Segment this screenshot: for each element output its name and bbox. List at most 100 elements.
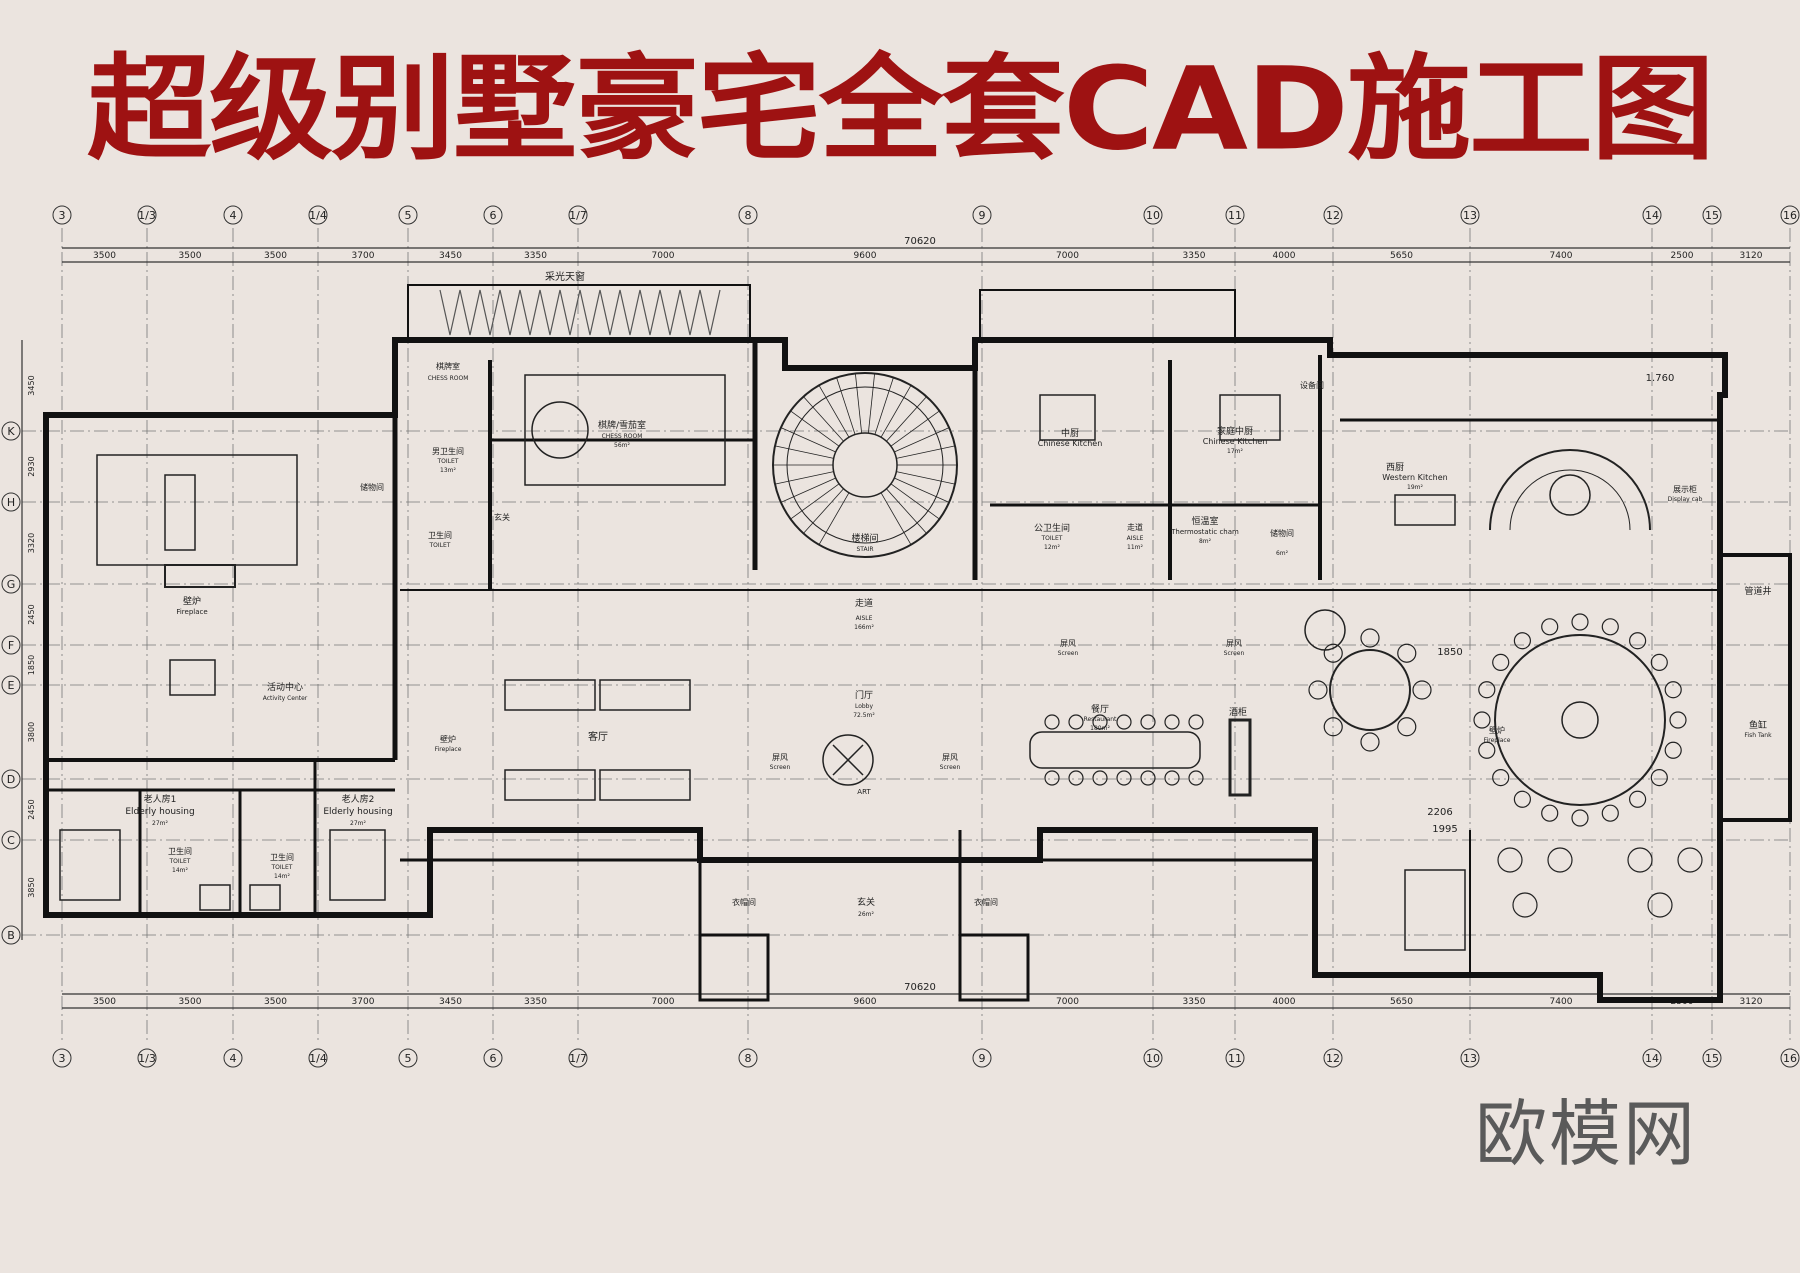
aisle-area: 166m² xyxy=(854,624,874,631)
svg-text:C: C xyxy=(7,834,15,847)
chair xyxy=(1669,711,1687,729)
screen2-en: Screen xyxy=(940,764,961,771)
restaurant-label: 餐厅 xyxy=(1091,703,1109,715)
chair xyxy=(1044,770,1060,786)
screen3-label: 屏风 xyxy=(1060,639,1076,648)
chair xyxy=(1412,680,1432,700)
chair xyxy=(1140,770,1156,786)
storage2-area: 6m² xyxy=(1276,550,1289,557)
public-toilet-area: 12m² xyxy=(1044,544,1060,551)
chair xyxy=(1360,732,1380,752)
dimension-label: 9600 xyxy=(854,251,877,261)
svg-text:6: 6 xyxy=(490,209,497,222)
aisle-label: 走道 xyxy=(855,597,873,609)
chair xyxy=(1571,809,1589,827)
chair xyxy=(1650,769,1668,787)
dimension-label: 3500 xyxy=(93,251,116,261)
svg-text:B: B xyxy=(7,929,15,942)
svg-text:D: D xyxy=(7,773,15,786)
dimension-lines xyxy=(21,247,1790,1009)
row-dimension-label: 2450 xyxy=(27,799,36,819)
chair xyxy=(1664,741,1682,759)
chair xyxy=(1188,770,1204,786)
svg-text:14: 14 xyxy=(1645,1052,1659,1065)
thermostatic-label: 恒温室 xyxy=(1191,515,1218,527)
svg-text:16: 16 xyxy=(1783,1052,1797,1065)
fish-tank-label: 鱼缸 xyxy=(1749,719,1767,731)
dimension-label: 3500 xyxy=(264,251,287,261)
chair xyxy=(1188,714,1204,730)
chair xyxy=(1513,790,1531,808)
svg-text:12: 12 xyxy=(1326,1052,1340,1065)
column-marker-12: 12 xyxy=(1323,205,1343,225)
column-marker-1/4: 1/4 xyxy=(308,205,328,225)
aisle-en: AISLE xyxy=(856,615,873,622)
dimension-label: 3350 xyxy=(524,251,547,261)
chair xyxy=(1513,632,1531,650)
column-marker-1/7: 1/7 xyxy=(568,205,588,225)
family-kitchen-label: 家庭中厨 xyxy=(1217,425,1253,437)
svg-text:10: 10 xyxy=(1146,209,1160,222)
column-marker-4: 4 xyxy=(223,1048,243,1068)
row-marker-B: B xyxy=(1,925,21,945)
row-dimension-label: 1850 xyxy=(27,655,36,675)
column-marker-1/7: 1/7 xyxy=(568,1048,588,1068)
lounge-chair xyxy=(1512,892,1538,918)
svg-text:1/7: 1/7 xyxy=(569,1052,587,1065)
svg-text:13: 13 xyxy=(1463,209,1477,222)
dimension-label: 7000 xyxy=(1056,251,1079,261)
svg-text:10: 10 xyxy=(1146,1052,1160,1065)
skylight-label: 采光天窗 xyxy=(545,270,585,283)
dimension-label: 3500 xyxy=(179,251,202,261)
restaurant-en: Restaurant xyxy=(1084,716,1117,723)
fireplace-label: 壁炉 xyxy=(183,595,201,607)
dimension-label: 7000 xyxy=(652,997,675,1007)
column-marker-12: 12 xyxy=(1323,1048,1343,1068)
svg-text:16: 16 xyxy=(1783,209,1797,222)
column-marker-1/4: 1/4 xyxy=(308,1048,328,1068)
mens-toilet-label: 男卫生间 xyxy=(432,446,464,456)
restaurant-area: 180m² xyxy=(1090,725,1110,732)
column-marker-8: 8 xyxy=(738,205,758,225)
svg-text:1/4: 1/4 xyxy=(309,209,327,222)
chinese-kitchen-en: Chinese Kitchen xyxy=(1038,439,1103,448)
lounge-chair xyxy=(1497,847,1523,873)
display-en: Display cab xyxy=(1668,496,1703,503)
column-marker-6: 6 xyxy=(483,205,503,225)
row-dimension-label: 3320 xyxy=(27,533,36,553)
lobby-label: 门厅 xyxy=(855,689,873,701)
row-marker-C: C xyxy=(1,830,21,850)
svg-text:6: 6 xyxy=(490,1052,497,1065)
row-marker-G: G xyxy=(1,574,21,594)
elderly2-en: Elderly housing xyxy=(323,807,392,817)
chair xyxy=(1323,717,1343,737)
chess-room-area: 56m² xyxy=(614,442,630,449)
lounge-chair xyxy=(1677,847,1703,873)
family-kitchen-area: 17m² xyxy=(1227,448,1243,455)
row-marker-K: K xyxy=(1,421,21,441)
western-kitchen-en: Western Kitchen xyxy=(1382,473,1447,482)
screen2-label: 屏风 xyxy=(942,753,958,762)
chair xyxy=(1397,643,1417,663)
toilet-a-label: 卫生间 xyxy=(168,846,192,856)
column-marker-1/3: 1/3 xyxy=(137,205,157,225)
cloak1-label: 衣帽间 xyxy=(732,897,756,907)
svg-text:1/4: 1/4 xyxy=(309,1052,327,1065)
chair xyxy=(1629,790,1647,808)
dim-2206: 2206 xyxy=(1427,807,1452,818)
dimension-label: 7400 xyxy=(1550,997,1573,1007)
column-marker-9: 9 xyxy=(972,1048,992,1068)
svg-text:K: K xyxy=(7,425,15,438)
screen1-label: 屏风 xyxy=(772,753,788,762)
dimension-label: 3500 xyxy=(179,997,202,1007)
dimension-label: 3350 xyxy=(1183,997,1206,1007)
dimension-label: 5650 xyxy=(1390,997,1413,1007)
lobby-en: Lobby xyxy=(855,703,874,710)
stair-en: STAIR xyxy=(856,546,873,553)
column-marker-5: 5 xyxy=(398,205,418,225)
dimension-label: 4000 xyxy=(1273,997,1296,1007)
chess-room-label: 棋牌/雪茄室 xyxy=(598,419,646,431)
column-marker-9: 9 xyxy=(972,205,992,225)
stair-label: 楼梯间 xyxy=(851,532,878,544)
chair xyxy=(1164,714,1180,730)
